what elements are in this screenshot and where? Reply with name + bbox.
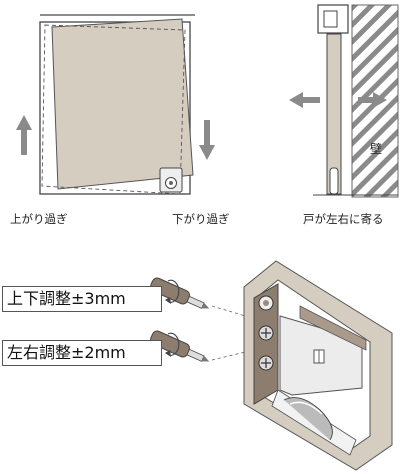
rotation-arrow-icon	[165, 279, 180, 304]
caption-too-high: 上がり過ぎ	[10, 212, 68, 226]
wall-label: 壁	[370, 142, 383, 156]
roller-hardware	[243, 260, 393, 471]
door-frame-panel	[39, 14, 195, 195]
door-outline-dashed	[41, 24, 186, 195]
horizontal-adjust-label: 左右調整±2mm	[2, 340, 162, 366]
screwdriver-icon	[149, 277, 210, 309]
arrow-right-icon	[358, 92, 387, 108]
tilted-door	[51, 18, 194, 190]
vertical-adjust-label: 上下調整±3mm	[2, 286, 162, 312]
arrow-left-icon	[289, 92, 320, 108]
screwdriver-icon	[149, 330, 210, 362]
caption-side-shift: 戸が左右に寄る	[303, 212, 384, 226]
arrow-up-icon	[16, 115, 32, 155]
bottom-roller	[159, 167, 183, 193]
arrow-down-icon	[199, 120, 215, 160]
caption-too-low: 下がり過ぎ	[172, 212, 230, 226]
rotation-arrow-icon	[165, 332, 180, 357]
